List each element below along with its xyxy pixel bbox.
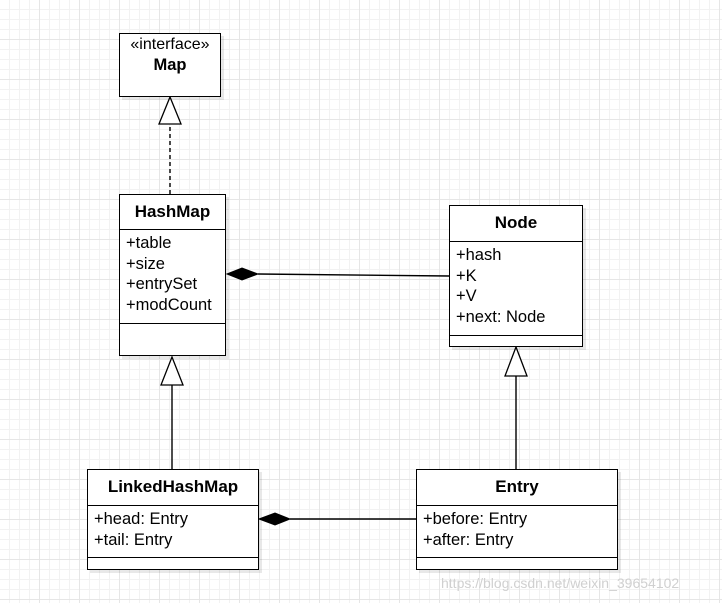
class-entry-box[interactable]: Entry +before: Entry +after: Entry	[416, 469, 618, 570]
attribute: +next: Node	[456, 308, 546, 327]
composition-hashmap-node[interactable]	[225, 267, 450, 281]
class-name: HashMap	[120, 195, 225, 230]
class-linkedhashmap-box[interactable]: LinkedHashMap +head: Entry +tail: Entry	[87, 469, 259, 570]
realization-hashmap-to-map[interactable]	[158, 95, 182, 194]
class-name: Node	[450, 206, 582, 242]
class-attributes: +head: Entry +tail: Entry	[88, 506, 258, 558]
attribute: +entrySet	[126, 275, 198, 294]
class-name: LinkedHashMap	[88, 470, 258, 506]
class-name: Entry	[417, 470, 617, 506]
generalization-entry-to-node[interactable]	[504, 345, 528, 469]
attribute: +tail: Entry	[94, 530, 173, 549]
interface-name: Map	[153, 56, 187, 74]
attribute: +K	[456, 266, 477, 285]
attribute: +size	[126, 254, 165, 273]
composition-linkedhashmap-entry[interactable]	[257, 512, 416, 526]
interface-map-box[interactable]: «interface» Map	[119, 33, 221, 97]
attribute: +modCount	[126, 296, 212, 315]
attribute: +hash	[456, 246, 502, 264]
attribute: +V	[456, 287, 477, 306]
attribute: +head: Entry	[94, 510, 189, 528]
attribute: +after: Entry	[423, 530, 514, 549]
class-attributes: +hash +K +V +next: Node	[450, 242, 582, 336]
attribute: +table	[126, 234, 172, 252]
attribute: +before: Entry	[423, 510, 528, 528]
generalization-linkedhashmap-to-hashmap[interactable]	[160, 355, 184, 469]
class-node-box[interactable]: Node +hash +K +V +next: Node	[449, 205, 583, 347]
class-hashmap-box[interactable]: HashMap +table +size +entrySet +modCount	[119, 194, 226, 356]
class-attributes: +before: Entry +after: Entry	[417, 506, 617, 558]
class-attributes: +table +size +entrySet +modCount	[120, 230, 225, 324]
watermark-text: https://blog.csdn.net/weixin_39654102	[441, 575, 680, 591]
interface-stereotype: «interface»	[130, 36, 210, 53]
